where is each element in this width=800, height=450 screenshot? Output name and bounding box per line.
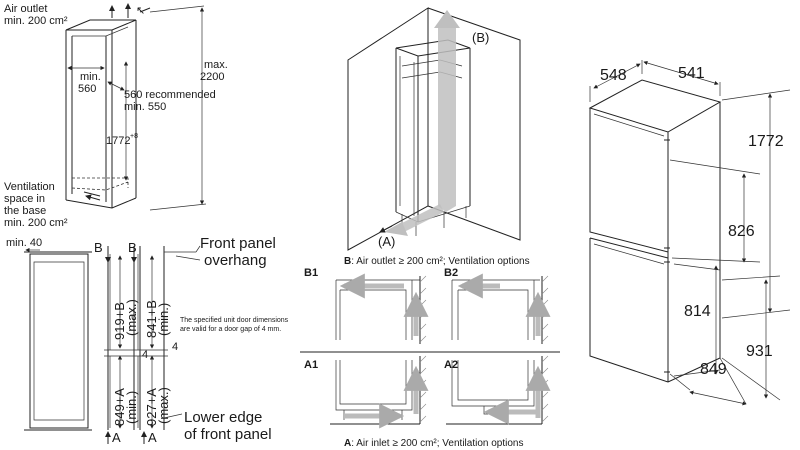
door-gap-note-1: The specified unit door dimensions [180, 317, 289, 324]
option-b1-label: B1 [304, 267, 318, 279]
a-marker-1: A [112, 430, 121, 445]
label-a-paren: (A) [378, 234, 395, 249]
dim-849-label: 849+A [112, 388, 127, 426]
dim-927-label: 927+A [144, 388, 159, 426]
dim-541-label: 541 [678, 65, 705, 82]
front-panel-label-2: overhang [204, 252, 267, 269]
min-width-label-1: min. [80, 71, 101, 83]
front-panel-label-1: Front panel [200, 235, 276, 252]
dim-841-label: 841+B [144, 300, 159, 338]
height-1772-label: 1772 [106, 135, 130, 147]
label-b-paren: (B) [472, 30, 489, 45]
option-b2-label: B2 [444, 267, 458, 279]
dim-1772-label: 1772 [748, 133, 784, 150]
lower-edge-label-2: of front panel [184, 426, 272, 443]
ventilation-options-drawing [300, 273, 560, 429]
appliance-drawing [588, 60, 791, 406]
air-outlet-label-1: Air outlet [4, 3, 47, 15]
dim-931-label: 931 [746, 343, 773, 360]
niche-drawing: ↖ [65, 3, 207, 211]
dim-927-qualifier: (max.) [156, 387, 171, 424]
svg-text:↖: ↖ [136, 5, 145, 17]
door-gap-note-2: are valid for a door gap of 4 mm. [180, 326, 281, 333]
caption-air-inlet: A: Air inlet ≥ 200 cm²; Ventilation opti… [344, 438, 523, 449]
dim-814-label: 814 [684, 303, 711, 320]
b-marker-1: B [94, 240, 103, 255]
min-40-label: min. 40 [6, 237, 42, 249]
dim-849-appliance-label: 849 [700, 361, 727, 378]
caption-air-outlet: B: Air outlet ≥ 200 cm²; Ventilation opt… [344, 256, 530, 267]
height-1772-sup: +8 [130, 133, 138, 140]
ventilation-label-1: Ventilation [4, 181, 55, 193]
gap-4-label-b: 4 [172, 341, 178, 353]
depth-label-2: min. 550 [124, 101, 166, 113]
cabinet-3d-drawing [347, 7, 521, 251]
a-marker-2: A [148, 430, 157, 445]
dim-841-qualifier: (min.) [156, 303, 171, 336]
dim-826-label: 826 [728, 223, 755, 240]
dim-548-label: 548 [600, 67, 627, 84]
max-height-label-1: max. [204, 59, 228, 71]
b-marker-2: B [128, 240, 137, 255]
ventilation-label-4: min. 200 cm² [4, 217, 68, 229]
dim-919-qualifier: (max.) [124, 299, 139, 336]
ventilation-label-3: the base [4, 205, 46, 217]
depth-label-1: 560 recommended [124, 89, 216, 101]
max-height-label-2: 2200 [200, 71, 224, 83]
min-width-label-2: 560 [78, 83, 96, 95]
lower-edge-label-1: Lower edge [184, 409, 262, 426]
dim-849-qualifier: (min.) [124, 391, 139, 424]
dim-919-label: 919+B [112, 302, 127, 340]
option-a2-label: A2 [444, 359, 458, 371]
option-a1-label: A1 [304, 359, 318, 371]
ventilation-label-2: space in [4, 193, 45, 205]
door-section-drawing [24, 245, 201, 444]
air-outlet-label-2: min. 200 cm² [4, 15, 68, 27]
gap-4-label-a: 4 [142, 349, 148, 361]
